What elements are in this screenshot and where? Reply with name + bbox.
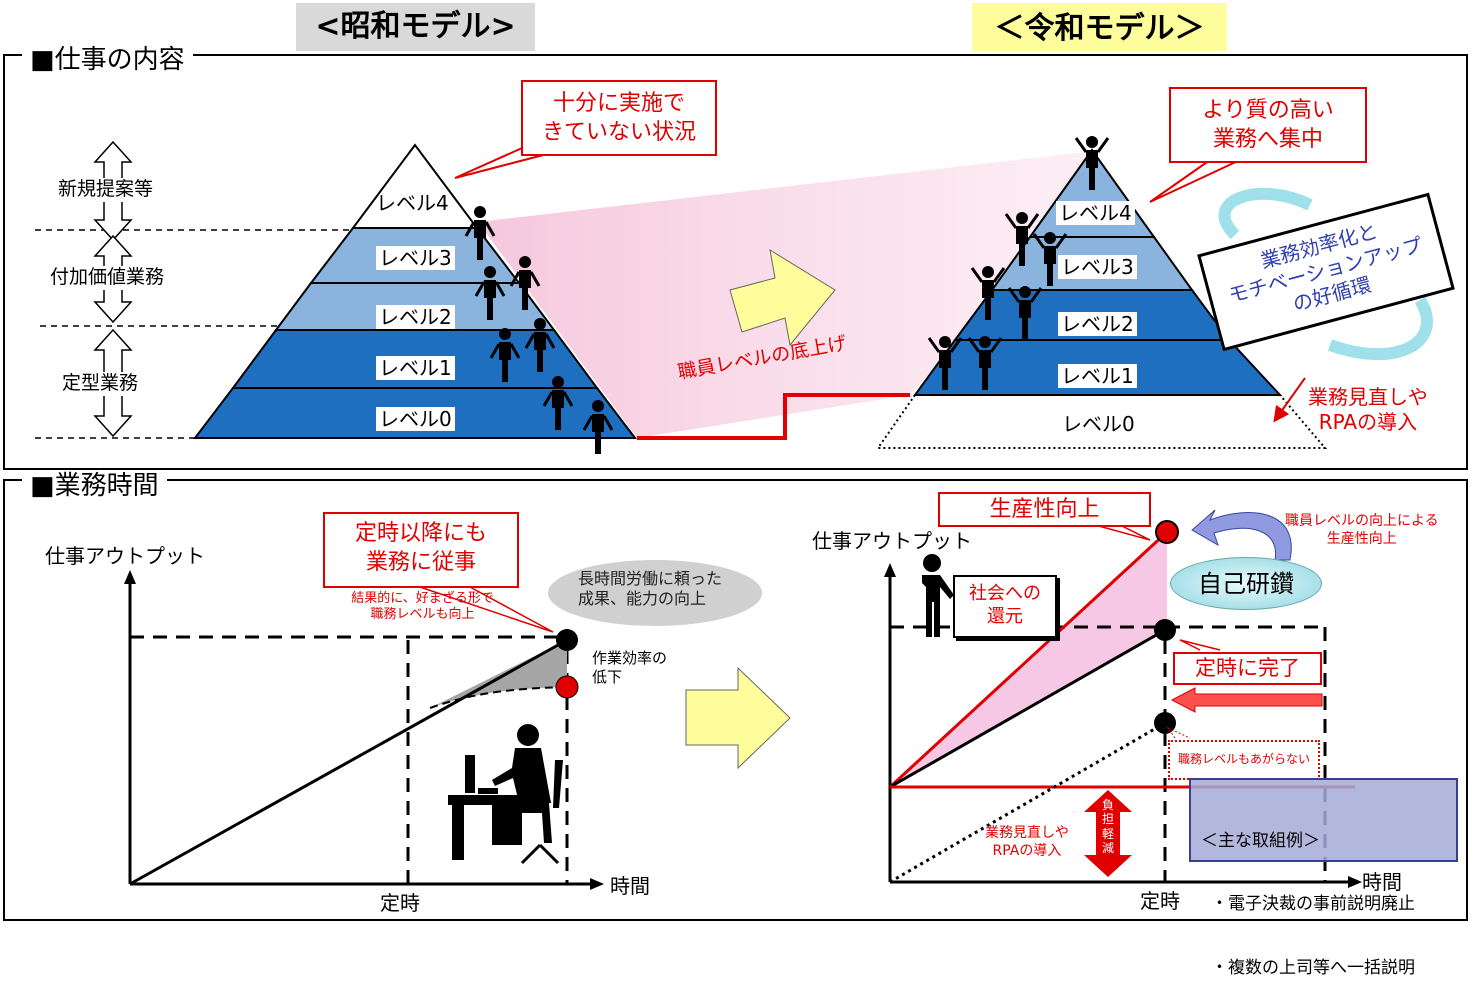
efficiency-drop-label: 作業効率の 低下 — [592, 649, 668, 686]
showa-level-2: レベル2 — [376, 305, 455, 329]
reiwa-chart — [884, 509, 1362, 888]
section-title-work-hours: ■業務時間 — [22, 470, 167, 503]
rpa-label-bottom: 業務見直しや RPAの導入 — [985, 825, 1069, 859]
reiwa-x-axis-label: 時間 — [1362, 870, 1402, 894]
callout-higher-quality: より質の高い 業務へ集中 — [1169, 87, 1367, 163]
self-study-ellipse: 自己研鑽 — [1170, 557, 1322, 610]
yellow-arrow-top — [729, 248, 836, 347]
showa-level-3: レベル3 — [376, 246, 455, 270]
no-level-up-note: 職務レベルもあがらない — [1168, 740, 1320, 780]
showa-level-4: レベル4 — [376, 191, 449, 215]
examples-title: ＜主な取組例＞ — [1201, 830, 1320, 851]
showa-x-axis-label: 時間 — [610, 874, 650, 898]
category-value-added: 付加価値業務 — [50, 266, 165, 290]
category-new-proposals: 新規提案等 — [58, 178, 154, 202]
showa-chart — [124, 560, 762, 890]
showa-sub-note: 結果的に、好まざる形で 職務レベルも向上 — [351, 591, 494, 623]
showa-level-0: レベル0 — [376, 407, 455, 431]
burden-arrow — [1084, 790, 1132, 877]
callout-on-time: 定時に完了 — [1173, 652, 1322, 685]
callout-not-achieved: 十分に実施で きていない状況 — [521, 80, 717, 156]
society-return-box: 社会への 還元 — [953, 575, 1057, 638]
example-item: ・複数の上司等へ一括説明 — [1211, 958, 1415, 978]
callout-productivity-up: 生産性向上 — [938, 492, 1151, 527]
reiwa-level-1: レベル1 — [1058, 364, 1137, 388]
reiwa-level-2: レベル2 — [1058, 312, 1137, 336]
category-routine: 定型業務 — [62, 372, 139, 396]
yellow-arrow-bottom — [685, 666, 791, 770]
burden-reduction-label: 負 担 軽 減 — [1101, 798, 1114, 856]
showa-header-bg — [296, 3, 535, 51]
raise-line — [637, 393, 910, 440]
diagram-graphics — [3, 3, 1468, 921]
section-title-work-content: ■仕事の内容 — [22, 44, 193, 77]
long-hours-bubble: 長時間労働に頼った 成果、能力の向上 — [578, 569, 723, 608]
reiwa-level-0: レベル0 — [1060, 412, 1137, 436]
level-productivity-note: 職員レベルの向上による 生産性向上 — [1285, 513, 1439, 547]
reiwa-model-header: ＜令和モデル＞ — [994, 11, 1205, 46]
reiwa-y-axis-label: 仕事アウトプット — [812, 529, 972, 553]
reiwa-teiji-label: 定時 — [1140, 889, 1180, 913]
showa-y-axis-label: 仕事アウトプット — [45, 544, 205, 568]
section1-frame — [3, 54, 1468, 470]
section2-frame — [3, 479, 1468, 921]
reiwa-level-4: レベル4 — [1056, 201, 1135, 225]
showa-model-header: <昭和モデル> — [315, 9, 516, 44]
reiwa-level-3: レベル3 — [1058, 255, 1137, 279]
showa-level-1: レベル1 — [376, 356, 455, 380]
examples-box: ＜主な取組例＞ ・電子決裁の事前説明廃止 ・複数の上司等へ一括説明 — [1189, 778, 1458, 978]
showa-teiji-label: 定時 — [380, 891, 420, 915]
callout-overtime-work: 定時以降にも 業務に従事 — [323, 512, 519, 588]
example-item: ・電子決裁の事前説明廃止 — [1211, 894, 1415, 915]
desk-worker-icon — [448, 724, 563, 865]
presenter-icon — [922, 554, 954, 637]
reiwa-header-bg — [972, 3, 1227, 51]
rpa-label-top: 業務見直しや RPAの導入 — [1308, 385, 1428, 434]
